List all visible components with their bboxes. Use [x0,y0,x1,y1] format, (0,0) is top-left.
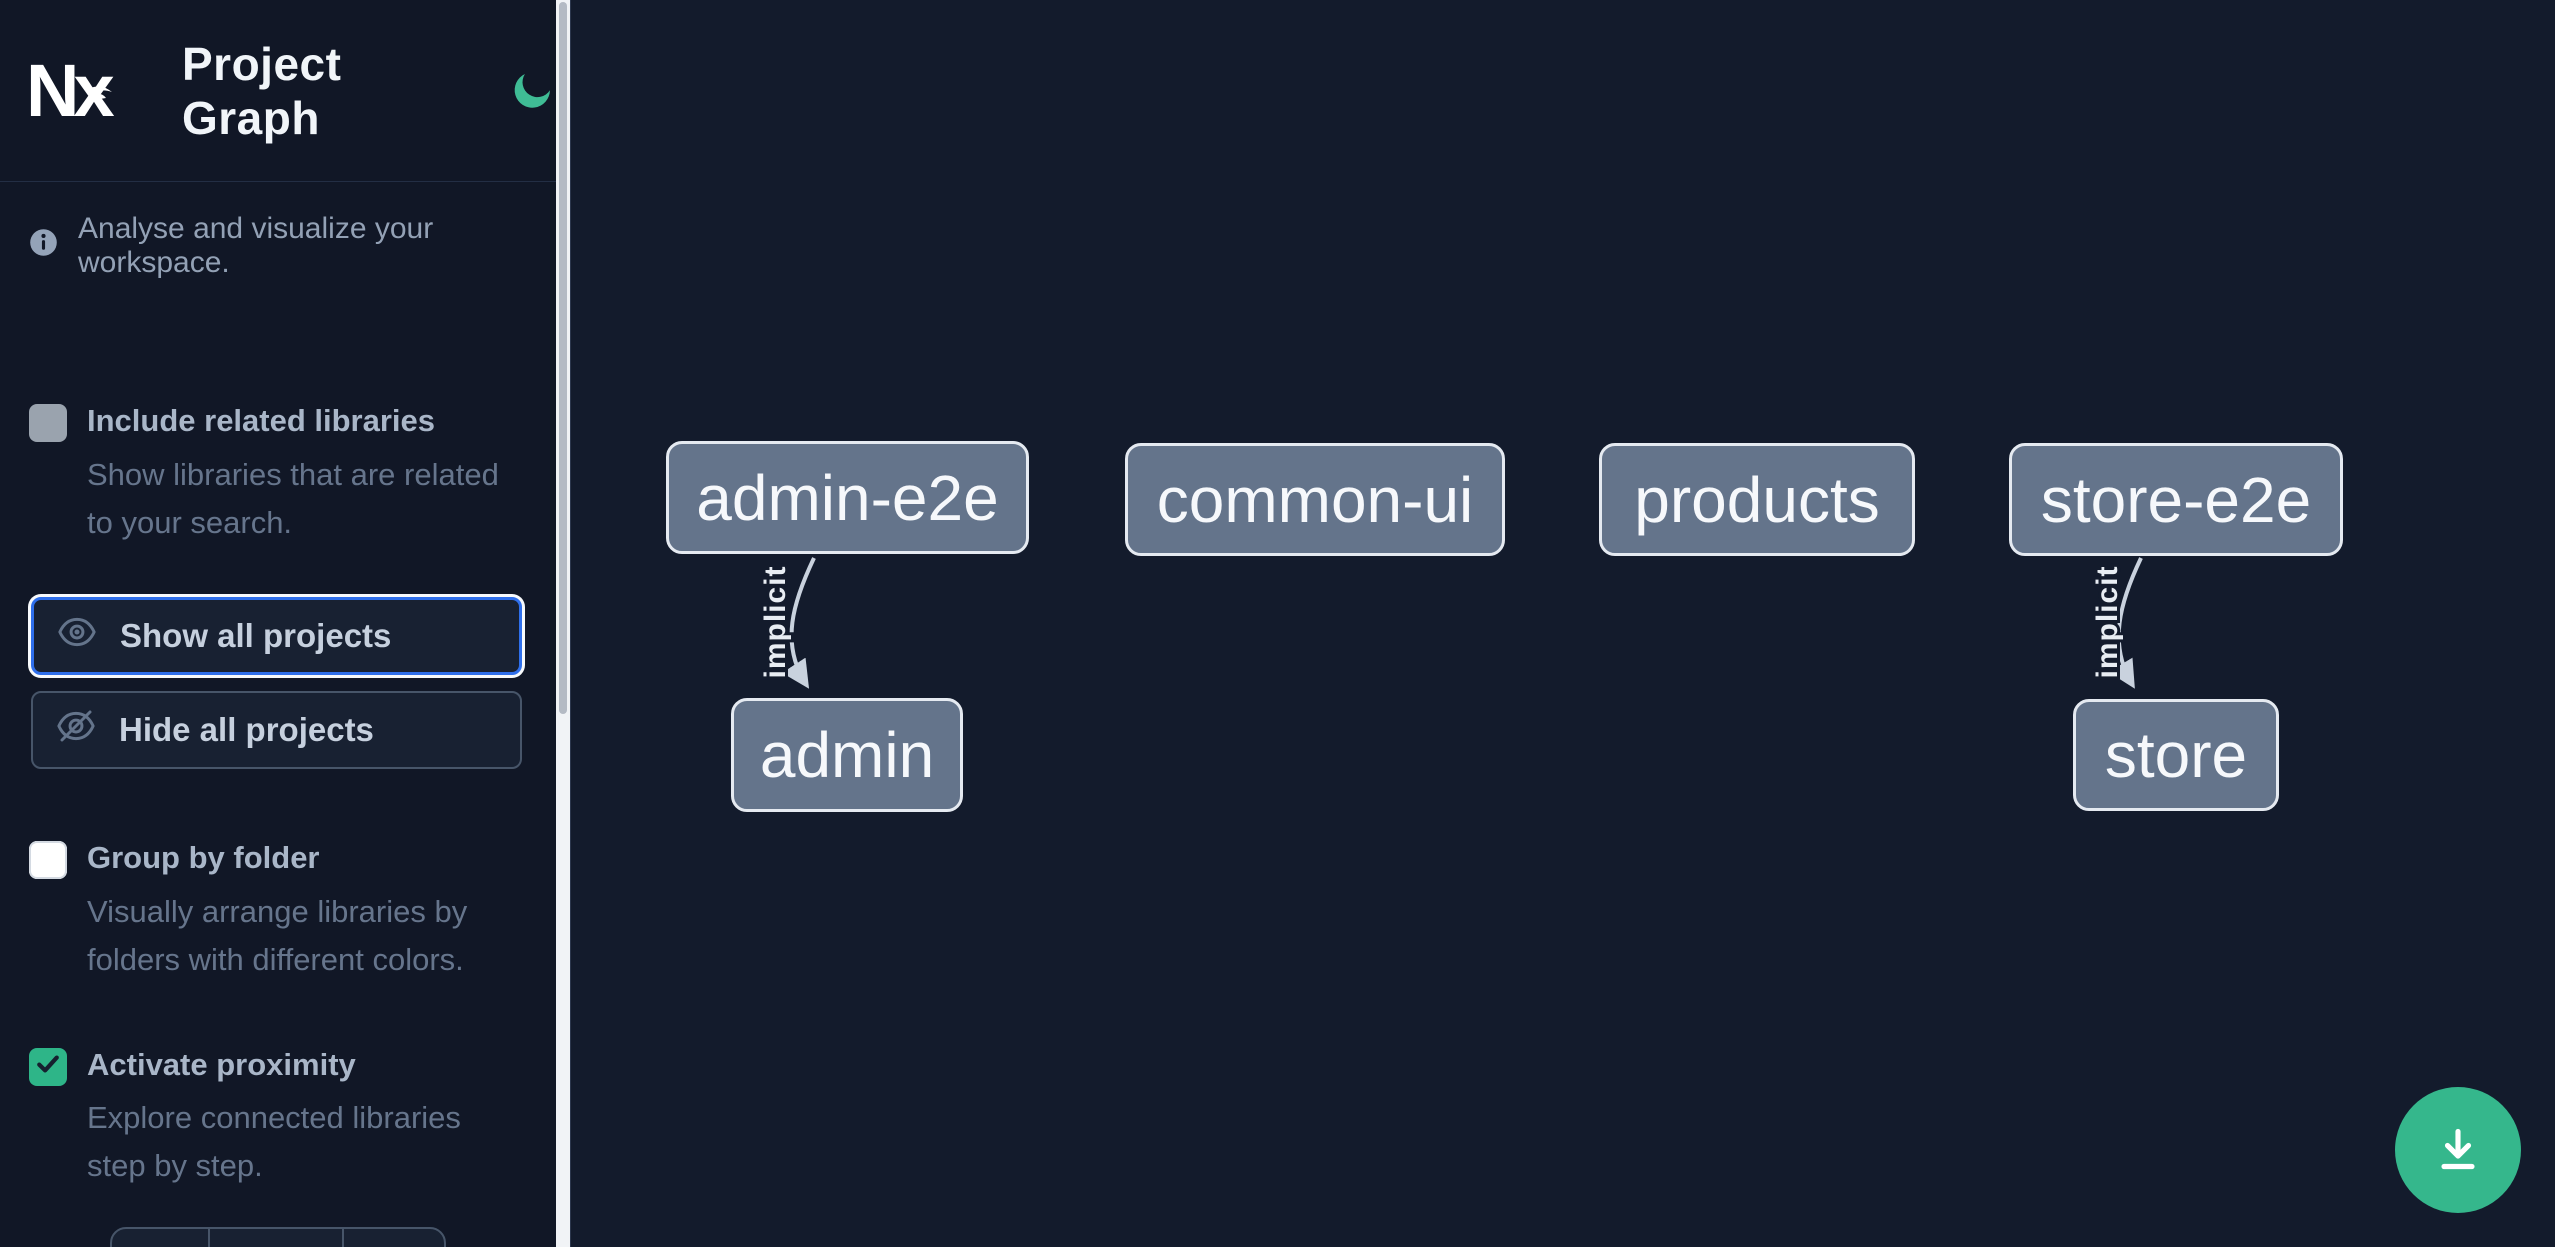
option-label: Include related libraries [87,403,436,438]
include-related-checkbox[interactable] [29,404,67,442]
nx-logo-icon: Nx [28,52,124,130]
option-description: Show libraries that are related to your … [87,456,499,540]
decrement-button[interactable]: − [112,1229,208,1247]
theme-toggle-button[interactable] [510,67,556,115]
download-icon [2430,1121,2486,1180]
graph-node-store[interactable]: store [2073,699,2279,811]
increment-button[interactable]: + [344,1229,444,1247]
tagline-row: Analyse and visualize your workspace. [0,212,556,280]
graph-node-common-ui[interactable]: common-ui [1125,443,1505,556]
show-all-projects-button[interactable]: Show all projects [31,596,522,675]
option-group-by-folder: Group by folder Visually arrange librari… [0,839,556,984]
project-visibility-buttons: Show all projects Hide all projects [0,596,556,769]
sidebar: Nx Project Graph A [0,0,556,1247]
show-all-label: Show all projects [120,616,392,654]
edge-store-e2e-to-store [2108,557,2143,689]
sidebar-header: Nx Project Graph [0,0,556,182]
graph-edges: implicit implicit [756,557,2143,689]
scrollbar-thumb[interactable] [559,2,567,714]
graph-node-admin[interactable]: admin [731,698,963,812]
sidebar-resizer[interactable] [556,0,570,1247]
eye-icon [56,611,98,661]
stepper-value[interactable]: 1 [208,1228,344,1247]
graph-node-store-e2e[interactable]: store-e2e [2009,443,2343,556]
svg-text:Nx: Nx [28,52,114,130]
option-include-related: Include related libraries Show libraries… [0,402,556,547]
eye-off-icon [55,705,97,755]
download-graph-button[interactable] [2395,1087,2521,1213]
option-label: Group by folder [87,839,320,875]
graph-canvas[interactable]: implicit implicit admin-e2e common-ui pr… [570,0,2555,1247]
hide-all-projects-button[interactable]: Hide all projects [31,690,522,769]
edge-admin-e2e-to-admin [782,557,816,689]
proximity-depth-stepper: − 1 + [110,1226,446,1247]
tagline-text: Analyse and visualize your workspace. [78,212,434,279]
graph-node-products[interactable]: products [1599,443,1915,556]
hide-all-label: Hide all projects [119,710,374,748]
edge-label-implicit: implicit [2091,565,2124,678]
edge-label-implicit: implicit [759,565,792,678]
page-title: Project Graph [182,37,342,144]
activate-proximity-checkbox[interactable] [29,1047,67,1086]
option-description: Visually arrange libraries by folders wi… [87,893,468,977]
moon-icon [510,66,556,115]
check-icon [34,1050,62,1083]
option-label: Activate proximity [87,1046,356,1082]
option-description: Explore connected libraries step by step… [87,1100,461,1184]
info-icon [29,228,58,265]
option-activate-proximity: Activate proximity Explore connected lib… [0,1046,556,1191]
group-by-folder-checkbox[interactable] [29,840,67,879]
graph-node-admin-e2e[interactable]: admin-e2e [666,441,1029,554]
